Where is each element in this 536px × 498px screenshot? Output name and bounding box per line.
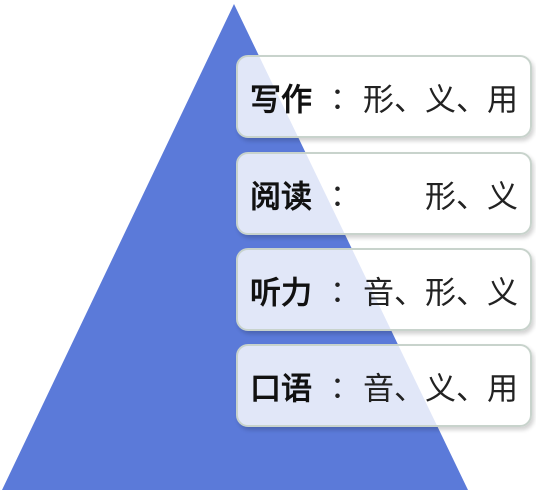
layer-separator: ： — [330, 81, 360, 117]
layer-card-writing: 写作 ： 形、义、用 — [236, 55, 532, 138]
layer-skill-label: 写作 — [250, 82, 312, 118]
layer-skill-label: 阅读 — [250, 179, 312, 215]
layer-card-listening: 听力 ： 音、形、义 — [236, 248, 532, 331]
layer-separator: ： — [330, 178, 360, 214]
layer-aspects-text: 形、义 — [425, 179, 518, 215]
layer-card-reading: 阅读 ： 形、义 — [236, 152, 532, 235]
layer-aspects-text: 音、形、义 — [363, 275, 518, 311]
layer-aspects-text: 形、义、用 — [363, 82, 518, 118]
layer-separator: ： — [330, 370, 360, 406]
layer-skill-label: 口语 — [250, 371, 312, 407]
layer-separator: ： — [330, 274, 360, 310]
layer-card-speaking: 口语 ： 音、义、用 — [236, 344, 532, 427]
layer-skill-label: 听力 — [250, 275, 312, 311]
layer-aspects-text: 音、义、用 — [363, 371, 518, 407]
